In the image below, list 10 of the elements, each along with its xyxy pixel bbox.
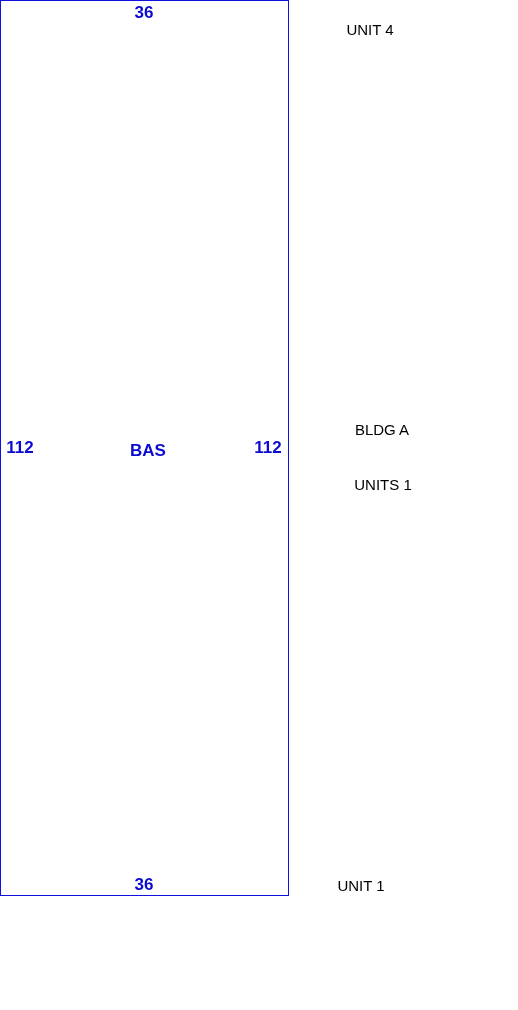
- dimension-label: 36: [134, 875, 154, 895]
- dimension-label: 112: [6, 438, 34, 458]
- room-label: BAS: [130, 441, 166, 461]
- unit-label: UNIT 1: [337, 876, 385, 894]
- unit-label: BLDG A: [354, 420, 410, 438]
- unit-label: UNITS 1: [354, 475, 412, 493]
- dimension-label: 36: [134, 3, 154, 23]
- room-outline: [0, 0, 289, 896]
- dimension-label: 112: [254, 438, 282, 458]
- unit-label: UNIT 4: [346, 20, 394, 38]
